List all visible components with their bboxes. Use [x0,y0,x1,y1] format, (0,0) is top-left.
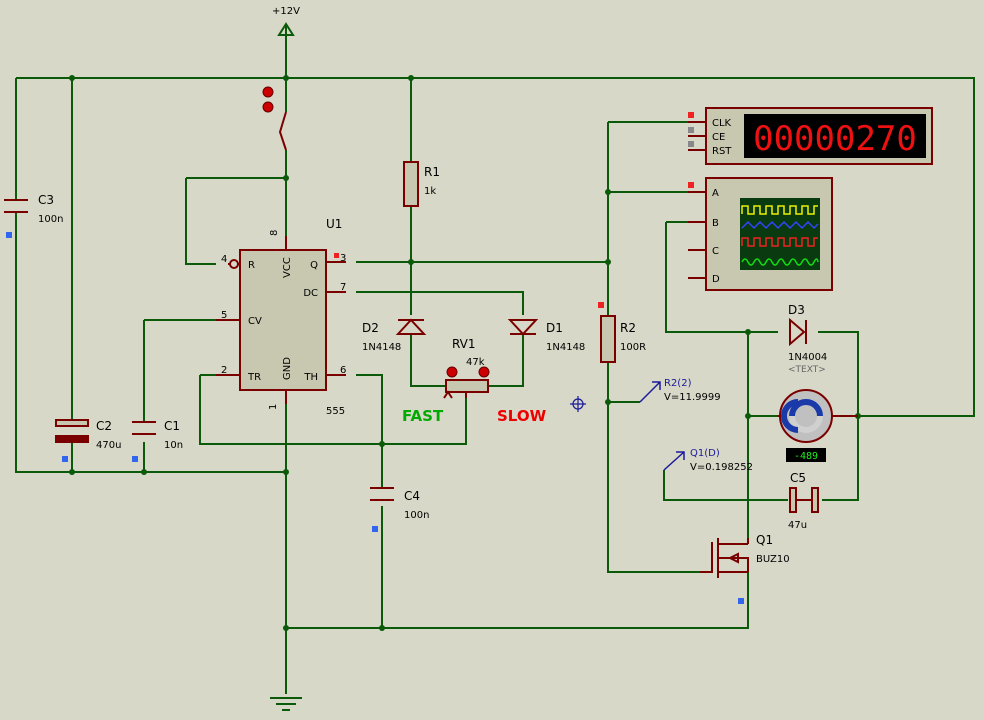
c3-ref: C3 [38,193,54,207]
counter-pin-rst: RST [712,146,732,157]
capacitor-c5[interactable]: C5 47u [788,471,819,531]
u1-pin-q: Q [310,260,318,271]
rv1-value: 47k [466,357,485,368]
scope-channel-a: A [712,188,719,199]
u1-pin-tr: TR [247,372,261,383]
junctions [69,75,861,631]
u1-pin-gnd: GND [282,357,293,380]
u1-pinnum-6: 6 [340,365,346,376]
supply-terminal[interactable]: +12V [272,6,300,36]
crosshair-marker [570,396,586,412]
capacitor-c2[interactable]: C2 470u [55,419,121,462]
u1-pin-th: TH [303,372,318,383]
scope-channel-b: B [712,218,719,229]
d2-value: 1N4148 [362,342,401,353]
scope-channel-d: D [712,274,720,285]
d1-ref: D1 [546,321,563,335]
u1-pin-vcc: VCC [282,257,293,278]
u1-pinnum-3: 3 [340,253,346,264]
d1-value: 1N4148 [546,342,585,353]
c1-ref: C1 [164,419,180,433]
timer-u1[interactable]: U1 555 R CV TR Q DC TH VCC GND 4 8 3 7 5… [216,217,346,417]
u1-pinnum-8: 8 [269,230,280,236]
fast-label: FAST [402,407,444,425]
oscilloscope[interactable]: A B C D [688,177,833,291]
u1-pinnum-1: 1 [268,404,279,410]
c1-value: 10n [164,440,183,451]
resistor-r2[interactable]: R2 100R [598,302,646,363]
probe-r2-value: V=11.9999 [664,392,721,403]
d2-ref: D2 [362,321,379,335]
switch[interactable] [262,86,287,151]
c2-value: 470u [96,440,121,451]
dc-motor[interactable]: -489 [778,389,858,462]
u1-ref: U1 [326,217,342,231]
d3-text: <TEXT> [788,365,826,375]
diode-d3[interactable]: D3 1N4004 <TEXT> [788,303,827,375]
u1-pin-r: R [248,260,255,271]
c2-ref: C2 [96,419,112,433]
r1-value: 1k [424,186,436,197]
counter-timer[interactable]: CLK CE RST 00000270 [688,107,933,165]
counter-pin-clk: CLK [712,118,732,129]
u1-pin-cv: CV [248,316,262,327]
supply-label: +12V [272,6,300,17]
c4-ref: C4 [404,489,420,503]
c3-value: 100n [38,214,63,225]
u1-pinnum-4: 4 [221,254,227,265]
c5-ref: C5 [790,471,806,485]
scope-channel-c: C [712,246,719,257]
capacitor-c1[interactable]: C1 10n [132,419,183,462]
diode-d2[interactable]: D2 1N4148 [362,318,427,353]
potentiometer-rv1[interactable]: RV1 47k [443,337,490,399]
voltage-probe-r2[interactable]: R2(2) V=11.9999 [639,378,721,403]
counter-pin-ce: CE [712,132,725,143]
q1-part: BUZ10 [756,554,790,565]
ground-symbol[interactable] [270,697,302,711]
d3-value: 1N4004 [788,352,827,363]
r2-value: 100R [620,342,646,353]
resistor-r1[interactable]: R1 1k [403,161,440,207]
diode-d1[interactable]: D1 1N4148 [507,319,585,353]
u1-pinnum-5: 5 [221,310,227,321]
capacitor-c4[interactable]: C4 100n [370,487,429,532]
r2-ref: R2 [620,321,636,335]
r1-ref: R1 [424,165,440,179]
rv1-ref: RV1 [452,337,476,351]
counter-display: 00000270 [753,119,917,159]
d3-ref: D3 [788,303,805,317]
c5-value: 47u [788,520,807,531]
slow-label: SLOW [497,407,547,425]
motor-reading: -489 [794,451,818,462]
q1-ref: Q1 [756,533,773,547]
mosfet-q1[interactable]: Q1 BUZ10 [700,533,790,604]
wires [15,35,975,694]
u1-pin-dc: DC [303,288,318,299]
u1-pinnum-7: 7 [340,282,346,293]
probe-q1-value: V=0.198252 [690,462,753,473]
u1-part: 555 [326,406,345,417]
u1-pinnum-2: 2 [221,365,227,376]
voltage-probe-q1[interactable]: Q1(D) V=0.198252 [663,448,753,473]
probe-r2-name: R2(2) [664,378,692,389]
probe-q1-name: Q1(D) [690,448,720,459]
capacitor-c3[interactable]: C3 100n [4,193,63,238]
c4-value: 100n [404,510,429,521]
